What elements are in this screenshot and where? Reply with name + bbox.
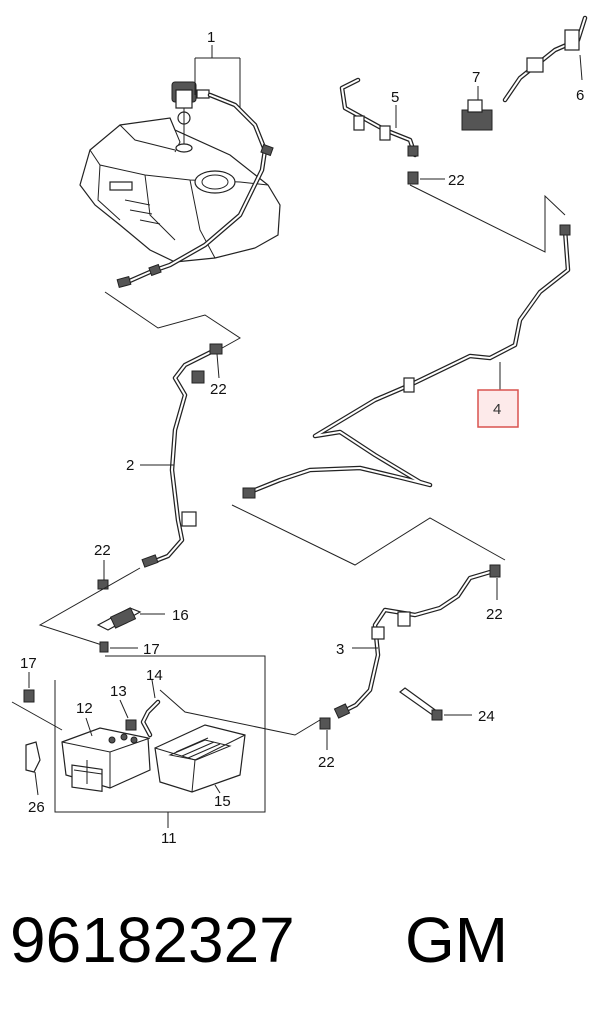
label-11: 11 xyxy=(161,830,177,847)
label-4: 4 xyxy=(493,401,501,418)
label-16: 16 xyxy=(172,607,189,624)
canister-assembly-box: 11 xyxy=(11,655,321,847)
charcoal-canister-12: 12 xyxy=(61,700,151,793)
label-12: 12 xyxy=(76,700,93,717)
label-22e: 22 xyxy=(318,754,335,771)
clip-26: 26 xyxy=(25,741,45,816)
label-26: 26 xyxy=(28,799,45,816)
pipe-3: 3 xyxy=(333,564,501,719)
label-14: 14 xyxy=(146,667,163,684)
part-number: 96182327 xyxy=(10,904,295,976)
cable-tie-24: 24 xyxy=(399,687,495,725)
part-4-highlight[interactable]: 4 xyxy=(477,389,519,428)
label-22d: 22 xyxy=(486,606,503,623)
label-22b: 22 xyxy=(94,542,111,559)
label-15: 15 xyxy=(214,793,231,810)
callout-22-a: 22 xyxy=(210,353,227,398)
label-13: 13 xyxy=(110,683,127,700)
filter-box-15: 15 xyxy=(154,724,246,810)
label-17b: 17 xyxy=(20,655,37,672)
label-3: 3 xyxy=(336,641,344,658)
bracket-16: 16 xyxy=(96,607,189,631)
bolt-17-b: 17 xyxy=(20,655,37,703)
hose-14: 14 xyxy=(140,667,163,738)
callout-22-e: 22 xyxy=(318,717,335,771)
solenoid-7: 7 xyxy=(461,69,493,131)
callout-2: 2 xyxy=(126,457,174,474)
label-1: 1 xyxy=(207,29,215,46)
brand-name: GM xyxy=(405,904,508,976)
label-17a: 17 xyxy=(143,641,160,658)
clamp-13: 13 xyxy=(110,683,137,731)
label-24: 24 xyxy=(478,708,495,725)
label-7: 7 xyxy=(472,69,480,86)
bolt-17-a: 17 xyxy=(99,641,160,658)
callout-22-c: 22 xyxy=(407,171,465,189)
callout-1: 1 xyxy=(194,29,241,108)
hose-6: 6 xyxy=(502,15,588,104)
label-5: 5 xyxy=(391,89,399,106)
label-22a: 22 xyxy=(210,381,227,398)
callout-22-d: 22 xyxy=(486,578,503,623)
pipe-4 xyxy=(242,224,571,499)
label-6: 6 xyxy=(576,87,584,104)
label-22c: 22 xyxy=(448,172,465,189)
callout-22-b: 22 xyxy=(94,542,111,590)
label-2: 2 xyxy=(126,457,134,474)
hose-5: 5 xyxy=(339,77,419,158)
vapor-valve xyxy=(171,81,210,153)
